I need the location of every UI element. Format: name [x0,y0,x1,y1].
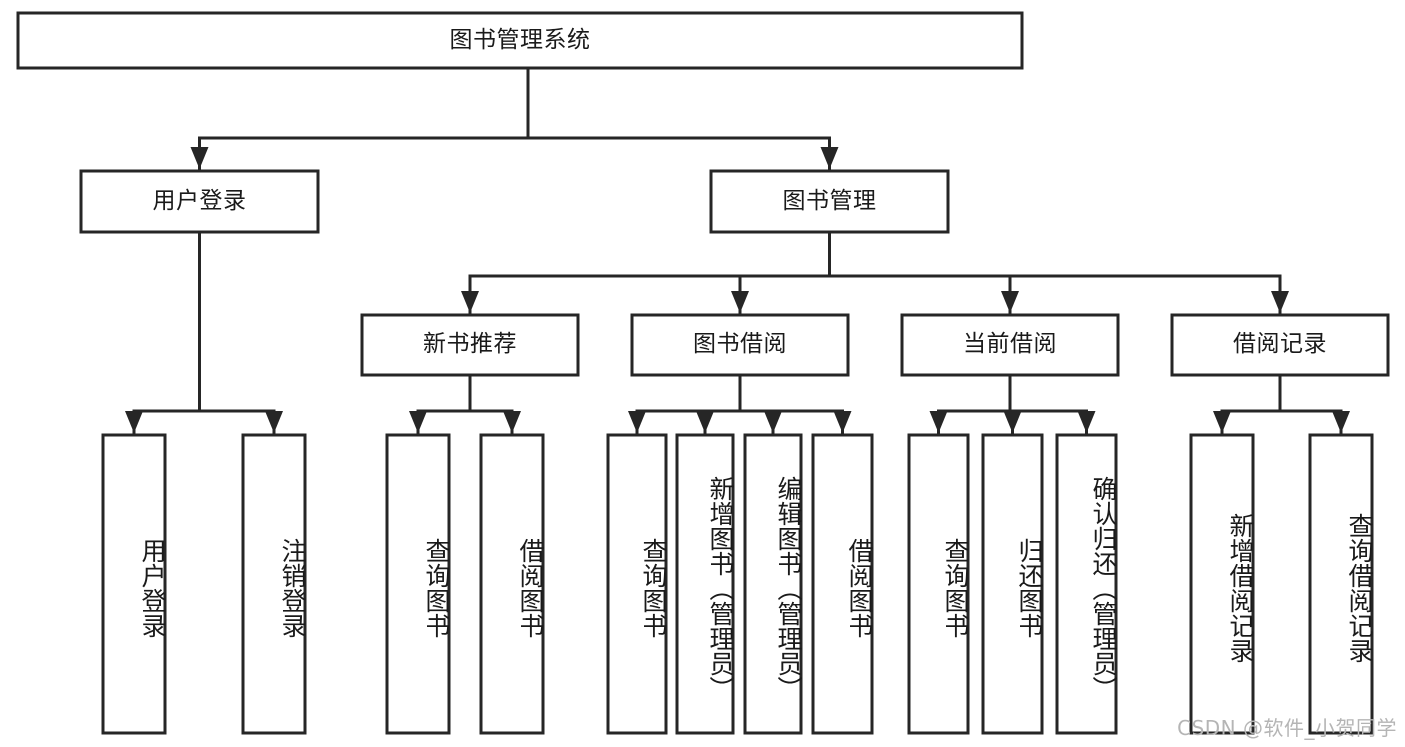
node-box-current-borrow [900,313,1120,377]
arrow-head [929,411,948,433]
leaf-box-leaf-confirm-return-admin [1055,433,1118,735]
leaf-box-leaf-query-borrow-record [1308,433,1374,735]
arrow-head [1003,411,1022,433]
arrow-head [409,411,427,433]
arrow-head [461,291,479,313]
node-box-user-login [79,169,320,234]
leaf-box-leaf-add-borrow-record [1189,433,1255,735]
edges-layer [125,66,1350,435]
arrow-head [1077,411,1096,433]
arrow-head [1001,291,1019,313]
leaf-box-leaf-query-book-current [907,433,970,735]
arrow-head [265,411,283,433]
node-box-book-management [709,169,950,234]
node-box-root [16,11,1024,70]
leaf-box-leaf-borrow-book-recommend [479,433,545,735]
leaf-box-leaf-query-book-recommend [385,433,451,735]
arrow-head [731,291,749,313]
arrow-head [503,411,521,433]
node-box-book-borrow [630,313,850,377]
arrow-head [696,411,714,433]
leaf-box-leaf-query-book-borrow [606,433,668,735]
arrow-head [1213,411,1231,433]
arrow-head [628,411,646,433]
leaf-box-leaf-return-book [981,433,1044,735]
boxes-layer [16,11,1390,735]
arrow-head [1332,411,1350,433]
leaf-box-leaf-borrow-book [811,433,874,735]
arrow-head [764,411,782,433]
arrow-head [190,147,209,169]
arrow-head [820,147,839,169]
node-box-borrow-record [1170,313,1390,377]
node-box-new-book-recommend [360,313,580,377]
arrow-head [833,411,852,433]
arrow-head [125,411,143,433]
leaf-box-leaf-logout-login [241,433,307,735]
arrow-head [1271,291,1289,313]
leaf-box-leaf-edit-book-admin [743,433,803,735]
leaf-box-leaf-add-book-admin [675,433,735,735]
leaf-box-leaf-user-login [101,433,167,735]
watermark-text: CSDN @软件_小贺同学 [1177,716,1397,740]
